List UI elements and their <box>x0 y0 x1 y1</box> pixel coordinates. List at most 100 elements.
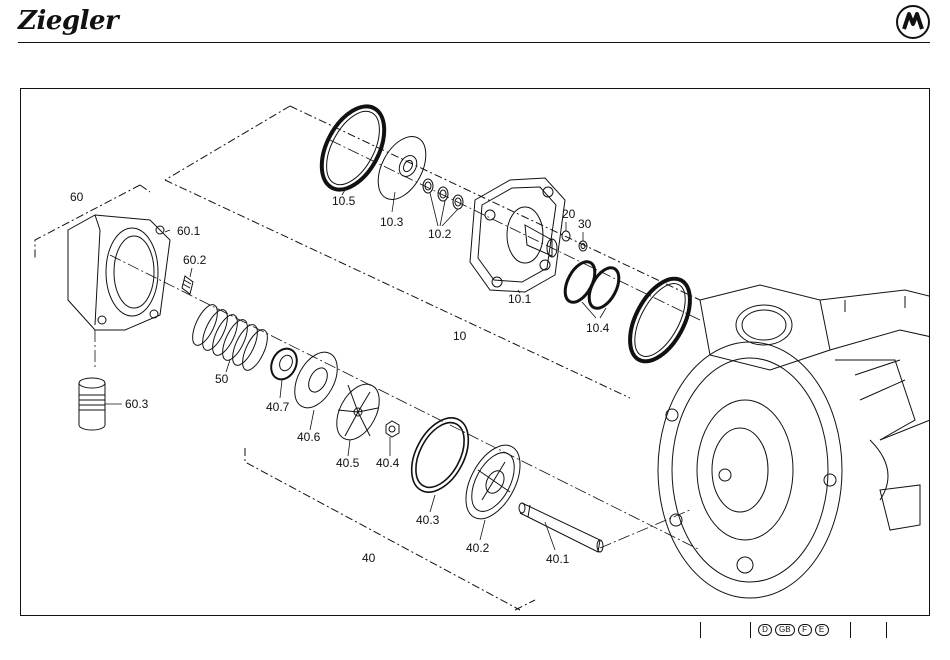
part-10-1-housing-shape <box>525 225 552 256</box>
assembly-10-bracket <box>165 106 700 398</box>
part-50-spring <box>188 301 273 373</box>
part-50-spring-shape <box>198 306 233 353</box>
part-60-cover-shape <box>98 316 106 324</box>
part-10-1-housing <box>470 178 565 292</box>
part-10-1-housing-shape <box>470 178 565 292</box>
assembly-40-bracket-shape <box>35 185 140 260</box>
pump-oring-shape <box>618 269 703 371</box>
label-40-5: 40.5 <box>336 456 360 470</box>
part-10-3-disc-shape <box>396 153 420 180</box>
footer-separator <box>850 622 851 638</box>
label-40-1: 40.1 <box>546 552 570 566</box>
leader-lines-shape <box>190 268 192 277</box>
part-40-4-nut-shape <box>389 426 395 432</box>
pump-body-shape <box>830 330 945 350</box>
leader-lines-shape <box>226 360 230 372</box>
part-10-4-orings-shape <box>583 263 625 313</box>
label-30: 30 <box>578 217 592 231</box>
part-60-cover-shape <box>68 215 170 330</box>
pump-body-shape <box>697 400 793 540</box>
part-60-cover-shape <box>150 310 158 318</box>
pump-body-shape <box>658 342 842 598</box>
pump-body-shape <box>880 420 945 440</box>
label-10-2: 10.2 <box>428 227 452 241</box>
part-40-3-oring <box>400 408 480 501</box>
part-40-7-seal-shape <box>277 353 295 373</box>
part-40-1-shaft <box>519 503 603 552</box>
part-50-spring-shape <box>238 326 273 373</box>
part-40-4-nut-shape <box>386 421 399 437</box>
language-badge: D <box>758 624 772 636</box>
label-60-2: 60.2 <box>183 253 207 267</box>
leader-lines-shape <box>280 380 282 398</box>
part-40-7-seal-shape <box>266 344 301 383</box>
language-badges: D GB F E <box>758 624 829 636</box>
label-50: 50 <box>215 372 229 386</box>
leader-lines-shape <box>348 440 350 456</box>
pump-body-shape <box>719 469 731 481</box>
part-40-5-impeller-shape <box>358 392 370 412</box>
pump-body-shape <box>855 360 900 375</box>
part-20-small-ring <box>562 231 570 241</box>
footer-separator <box>700 622 701 638</box>
page-footer: D GB F E <box>700 622 930 640</box>
pump-body-shape <box>820 290 945 300</box>
part-10-5-oring <box>309 96 397 200</box>
part-60-cover-shape <box>95 215 100 325</box>
center-axis-line <box>95 140 700 550</box>
leader-lines-shape <box>442 209 458 226</box>
pump-body-shape <box>700 285 830 370</box>
assembly-40-bracket-shape <box>515 600 535 610</box>
label-60-3: 60.3 <box>125 397 149 411</box>
label-40-4: 40.4 <box>376 456 400 470</box>
label-10-1: 10.1 <box>508 292 532 306</box>
label-20: 20 <box>562 207 576 221</box>
part-20-small-ring-shape <box>562 231 570 241</box>
part-50-spring-shape <box>208 311 243 358</box>
part-40-5-impeller <box>328 377 388 447</box>
assembly-40-bracket-shape <box>140 185 150 192</box>
pump-body-shape <box>835 360 915 440</box>
part-40-4-nut <box>386 421 399 437</box>
pump-body-shape <box>824 474 836 486</box>
pump-body-shape <box>736 305 792 345</box>
leader-lines-shape <box>430 193 438 226</box>
language-badge: F <box>798 624 812 636</box>
leader-lines-shape <box>600 308 606 318</box>
pump-body-shape <box>712 428 768 512</box>
leader-lines-shape <box>430 495 435 512</box>
footer-separator <box>750 622 751 638</box>
footer-separator <box>886 622 887 638</box>
pump-body-shape <box>880 485 920 530</box>
part-10-2-rings-shape <box>425 182 431 190</box>
label-40-6: 40.6 <box>297 430 321 444</box>
pump-body-shape <box>737 557 753 573</box>
leader-lines-shape <box>392 192 395 212</box>
part-10-2-rings <box>423 179 463 209</box>
label-40-3: 40.3 <box>416 513 440 527</box>
part-40-1-shaft-shape <box>520 503 600 552</box>
part-40-6-washer-shape <box>305 365 331 395</box>
part-50-spring-shape <box>218 316 253 363</box>
label-40-2: 40.2 <box>466 541 490 555</box>
part-60-cover <box>68 215 170 330</box>
center-axis-line-shape <box>600 510 690 548</box>
part-10-4-orings <box>559 257 625 313</box>
pump-body-shape <box>860 380 905 400</box>
part-60-2-screw-shape <box>184 280 191 284</box>
leader-lines-shape <box>165 230 170 232</box>
part-10-1-housing-shape <box>485 210 495 220</box>
leader-lines-shape <box>310 410 314 430</box>
part-60-cover-shape <box>114 236 154 308</box>
label-10-3: 10.3 <box>380 215 404 229</box>
part-40-3-oring-shape <box>400 408 480 501</box>
part-10-1-housing-shape <box>540 260 550 270</box>
part-60-2-screw-shape <box>183 284 190 288</box>
part-10-3-disc-shape <box>402 159 415 173</box>
part-60-3-sleeve-shape <box>79 383 105 430</box>
label-40-7: 40.7 <box>266 400 290 414</box>
leader-lines-shape <box>480 520 485 540</box>
pump-oring <box>618 269 703 371</box>
label-10-4: 10.4 <box>586 321 610 335</box>
